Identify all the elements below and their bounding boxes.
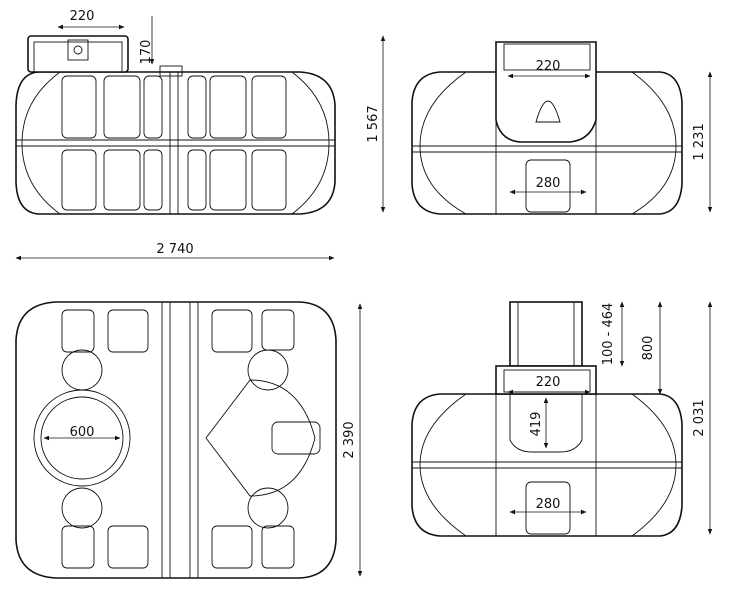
- dim-ext-adjust-range: 100 - 464: [601, 303, 616, 366]
- dim-ext-inner-height: 419: [529, 412, 544, 437]
- dim-top-cover-width: 220: [70, 9, 95, 24]
- plan-view: [15, 301, 337, 579]
- extension-view: [411, 301, 683, 537]
- dimension-labels: 220 170 1 567 220 280 1 231 2 740 600 2 …: [70, 9, 707, 512]
- dim-ext-riser-height: 800: [641, 336, 656, 361]
- front-view: [411, 41, 683, 215]
- dim-top-neck-height: 170: [139, 40, 154, 65]
- dim-total-length: 2 740: [156, 242, 193, 257]
- dim-plan-opening-diameter: 600: [70, 425, 95, 440]
- dim-body-height: 1 231: [692, 123, 707, 160]
- dim-ext-outlet-width: 280: [536, 497, 561, 512]
- side-view: [15, 35, 336, 215]
- dim-ext-total-height: 2 031: [692, 399, 707, 436]
- dimension-lines: [15, 16, 713, 577]
- dim-total-height: 1 567: [366, 105, 381, 142]
- dim-front-cover-width: 220: [536, 59, 561, 74]
- dim-front-outlet-width: 280: [536, 176, 561, 191]
- dim-total-width: 2 390: [342, 421, 357, 458]
- dim-ext-cover-width: 220: [536, 375, 561, 390]
